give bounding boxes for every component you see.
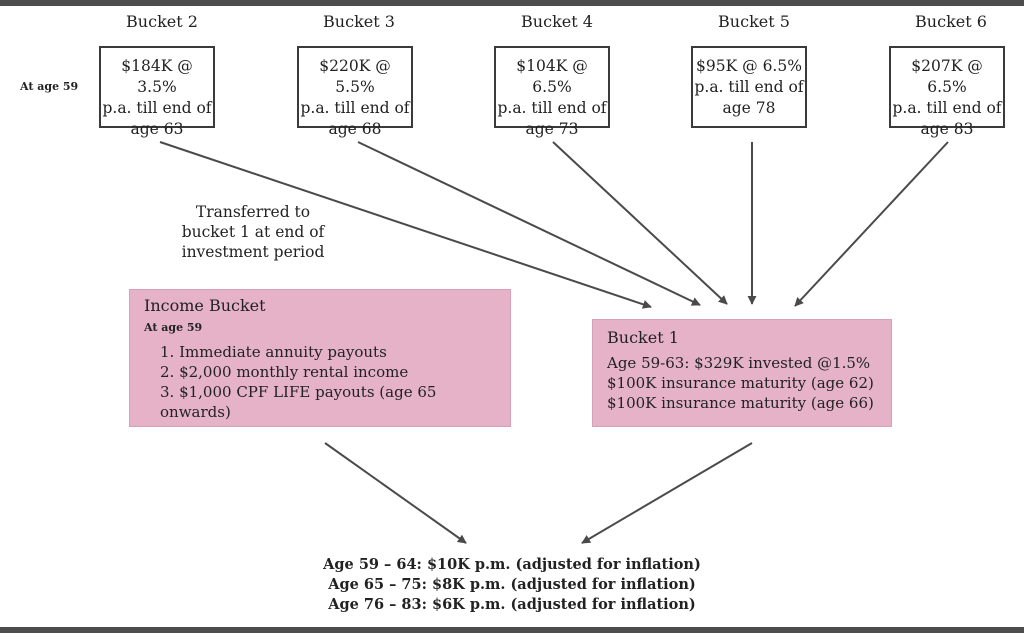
arrow-bucket-6-to-bucket-1 bbox=[794, 141, 949, 307]
bucket-3-line-3: age 68 bbox=[328, 120, 382, 138]
bucket-2-line-1: $184K @ 3.5% bbox=[121, 57, 193, 96]
income-bucket-box: Income Bucket At age 59 1. Immediate ann… bbox=[129, 289, 511, 427]
bucket-3-line-1: $220K @ 5.5% bbox=[319, 57, 391, 96]
bucket-6-line-1: $207K @ 6.5% bbox=[911, 57, 983, 96]
bucket-2-line-2: p.a. till end of bbox=[102, 99, 212, 117]
bucket-4-box: $104K @ 6.5% p.a. till end of age 73 bbox=[494, 46, 610, 138]
arrow-bucket-4-to-bucket-1 bbox=[552, 141, 728, 305]
bucket-5-title: Bucket 5 bbox=[718, 12, 790, 31]
bucket-4-line-2: p.a. till end of bbox=[497, 99, 607, 117]
summary-block: Age 59 – 64: $10K p.m. (adjusted for inf… bbox=[312, 555, 712, 615]
arrow-bucket-1-to-summary bbox=[581, 442, 753, 544]
arrow-bucket-3-to-bucket-1 bbox=[357, 141, 701, 306]
bucket-4-line-1: $104K @ 6.5% bbox=[516, 57, 588, 96]
bucket-1-line-2: $100K insurance maturity (age 62) bbox=[607, 374, 874, 392]
bucket-1-box: Bucket 1 Age 59-63: $329K invested @1.5%… bbox=[592, 319, 892, 427]
age-59-label: At age 59 bbox=[20, 80, 79, 93]
bucket-3-box: $220K @ 5.5% p.a. till end of age 68 bbox=[297, 46, 413, 138]
bucket-2-box: $184K @ 3.5% p.a. till end of age 63 bbox=[99, 46, 215, 138]
bucket-5-line-1: $95K @ 6.5% bbox=[696, 57, 802, 75]
bucket-4-line-3: age 73 bbox=[525, 120, 579, 138]
transfer-note-line-2: bucket 1 at end of bbox=[181, 223, 325, 241]
transfer-note-line-1: Transferred to bbox=[195, 203, 311, 221]
summary-line-3: Age 76 – 83: $6K p.m. (adjusted for infl… bbox=[328, 596, 696, 613]
bucket-5-line-3: age 78 bbox=[722, 99, 776, 117]
bucket-6-box: $207K @ 6.5% p.a. till end of age 83 bbox=[889, 46, 1005, 138]
bucket-6-line-3: age 83 bbox=[920, 120, 974, 138]
income-bucket-title: Income Bucket bbox=[144, 296, 266, 315]
bucket-5-box: $95K @ 6.5% p.a. till end of age 78 bbox=[691, 46, 807, 128]
list-item: 3. $1,000 CPF LIFE payouts (age 65 onwar… bbox=[160, 383, 437, 421]
list-item: 2. $2,000 monthly rental income bbox=[160, 363, 409, 381]
bottom-border-bar bbox=[0, 627, 1024, 633]
bucket-4-title: Bucket 4 bbox=[521, 12, 593, 31]
transfer-note: Transferred to bucket 1 at end of invest… bbox=[178, 202, 328, 262]
summary-line-2: Age 65 – 75: $8K p.m. (adjusted for infl… bbox=[328, 576, 696, 593]
income-bucket-subtitle: At age 59 bbox=[144, 321, 203, 334]
bucket-5-line-2: p.a. till end of bbox=[694, 78, 804, 96]
bucket-3-title: Bucket 3 bbox=[323, 12, 395, 31]
transfer-note-line-3: investment period bbox=[181, 243, 325, 261]
bucket-1-line-1: Age 59-63: $329K invested @1.5% bbox=[607, 354, 871, 372]
arrow-income-to-summary bbox=[324, 442, 467, 544]
summary-line-1: Age 59 – 64: $10K p.m. (adjusted for inf… bbox=[323, 556, 701, 573]
bucket-2-line-3: age 63 bbox=[130, 120, 184, 138]
bucket-1-title: Bucket 1 bbox=[607, 328, 679, 347]
bucket-2-title: Bucket 2 bbox=[126, 12, 198, 31]
bucket-3-line-2: p.a. till end of bbox=[300, 99, 410, 117]
bucket-1-line-3: $100K insurance maturity (age 66) bbox=[607, 394, 874, 412]
income-bucket-list: 1. Immediate annuity payouts 2. $2,000 m… bbox=[144, 342, 496, 422]
top-border-bar bbox=[0, 0, 1024, 6]
list-item: 1. Immediate annuity payouts bbox=[160, 343, 387, 361]
bucket-6-line-2: p.a. till end of bbox=[892, 99, 1002, 117]
arrow-bucket-2-to-bucket-1 bbox=[159, 141, 652, 309]
bucket-6-title: Bucket 6 bbox=[915, 12, 987, 31]
